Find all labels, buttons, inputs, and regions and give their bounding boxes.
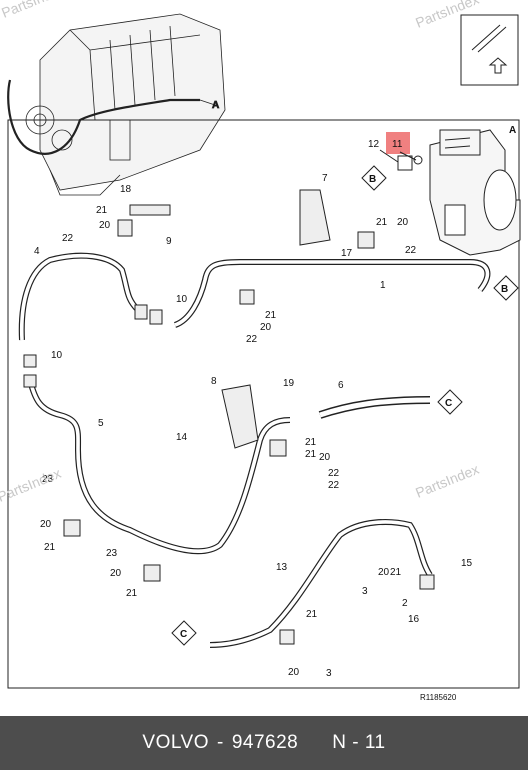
label-part-12: 12 [368, 139, 380, 150]
svg-text:3: 3 [326, 668, 332, 679]
part-labels: 1 2 3 3 4 5 6 7 8 9 10 10 13 14 15 16 17… [34, 173, 473, 679]
svg-text:21: 21 [306, 609, 318, 620]
air-compressor-illustration [429, 129, 521, 256]
svg-text:20: 20 [110, 568, 122, 579]
svg-text:15: 15 [461, 558, 473, 569]
svg-text:20: 20 [288, 667, 300, 678]
svg-text:1: 1 [380, 280, 386, 291]
footer-position: N - 11 [332, 732, 386, 753]
pipe-assembly [18, 252, 491, 648]
diagram-frame [7, 119, 520, 689]
svg-text:B: B [501, 284, 508, 295]
svg-text:3: 3 [362, 586, 368, 597]
svg-text:16: 16 [408, 614, 420, 625]
svg-text:23: 23 [106, 548, 118, 559]
footer-brand: VOLVO [142, 732, 209, 753]
svg-text:21: 21 [126, 588, 138, 599]
view-marker-c-lower: C [171, 620, 197, 646]
svg-text:20: 20 [99, 220, 111, 231]
svg-text:21: 21 [390, 567, 402, 578]
view-marker-c-right: C [437, 389, 463, 415]
watermark-mid-left: PartsIndex [0, 465, 63, 505]
svg-text:17: 17 [341, 248, 353, 259]
svg-text:20: 20 [319, 452, 331, 463]
svg-text:5: 5 [98, 418, 104, 429]
svg-text:9: 9 [166, 236, 172, 247]
footer-bar: VOLVO - 947628 N - 11 [0, 716, 528, 770]
svg-text:23: 23 [42, 474, 54, 485]
svg-text:21: 21 [44, 542, 56, 553]
svg-text:B: B [369, 174, 376, 185]
svg-text:22: 22 [246, 334, 258, 345]
svg-text:2: 2 [402, 598, 408, 609]
svg-text:20: 20 [397, 217, 409, 228]
svg-text:19: 19 [283, 378, 295, 389]
watermark-mid-right: PartsIndex [413, 461, 481, 501]
engine-overview-illustration: A [7, 13, 226, 196]
overview-marker-a: A [212, 100, 219, 111]
view-direction-box [460, 14, 519, 86]
svg-text:14: 14 [176, 432, 188, 443]
svg-text:22: 22 [328, 480, 340, 491]
parts-diagram: A A 11 12 B [0, 0, 521, 702]
svg-text:4: 4 [34, 246, 40, 257]
svg-text:7: 7 [322, 173, 328, 184]
svg-text:20: 20 [378, 567, 390, 578]
svg-text:20: 20 [40, 519, 52, 530]
svg-text:6: 6 [338, 380, 344, 391]
svg-text:22: 22 [62, 233, 74, 244]
svg-text:8: 8 [211, 376, 217, 387]
svg-text:18: 18 [120, 184, 132, 195]
svg-text:22: 22 [405, 245, 417, 256]
svg-text:C: C [445, 398, 452, 409]
view-marker-b-right: B [493, 275, 519, 301]
svg-text:10: 10 [51, 350, 63, 361]
watermark-top-left: PartsIndex [0, 0, 67, 21]
highlight-part-11 [386, 132, 410, 154]
svg-text:13: 13 [276, 562, 288, 573]
svg-text:20: 20 [260, 322, 272, 333]
svg-text:21: 21 [305, 437, 317, 448]
svg-text:21: 21 [96, 205, 108, 216]
frame-marker-a: A [509, 125, 516, 136]
svg-text:21: 21 [265, 310, 277, 321]
svg-text:22: 22 [328, 468, 340, 479]
clamps-and-brackets [23, 189, 435, 645]
footer-separator: - [216, 732, 224, 753]
svg-text:10: 10 [176, 294, 188, 305]
view-marker-b-upper: B [361, 165, 387, 191]
diagram-reference-code: R1185620 [420, 693, 457, 702]
svg-text:21: 21 [376, 217, 388, 228]
footer-part-number: 947628 [231, 732, 299, 753]
svg-text:C: C [180, 629, 187, 640]
svg-text:21: 21 [305, 449, 317, 460]
label-part-11: 11 [392, 139, 403, 150]
